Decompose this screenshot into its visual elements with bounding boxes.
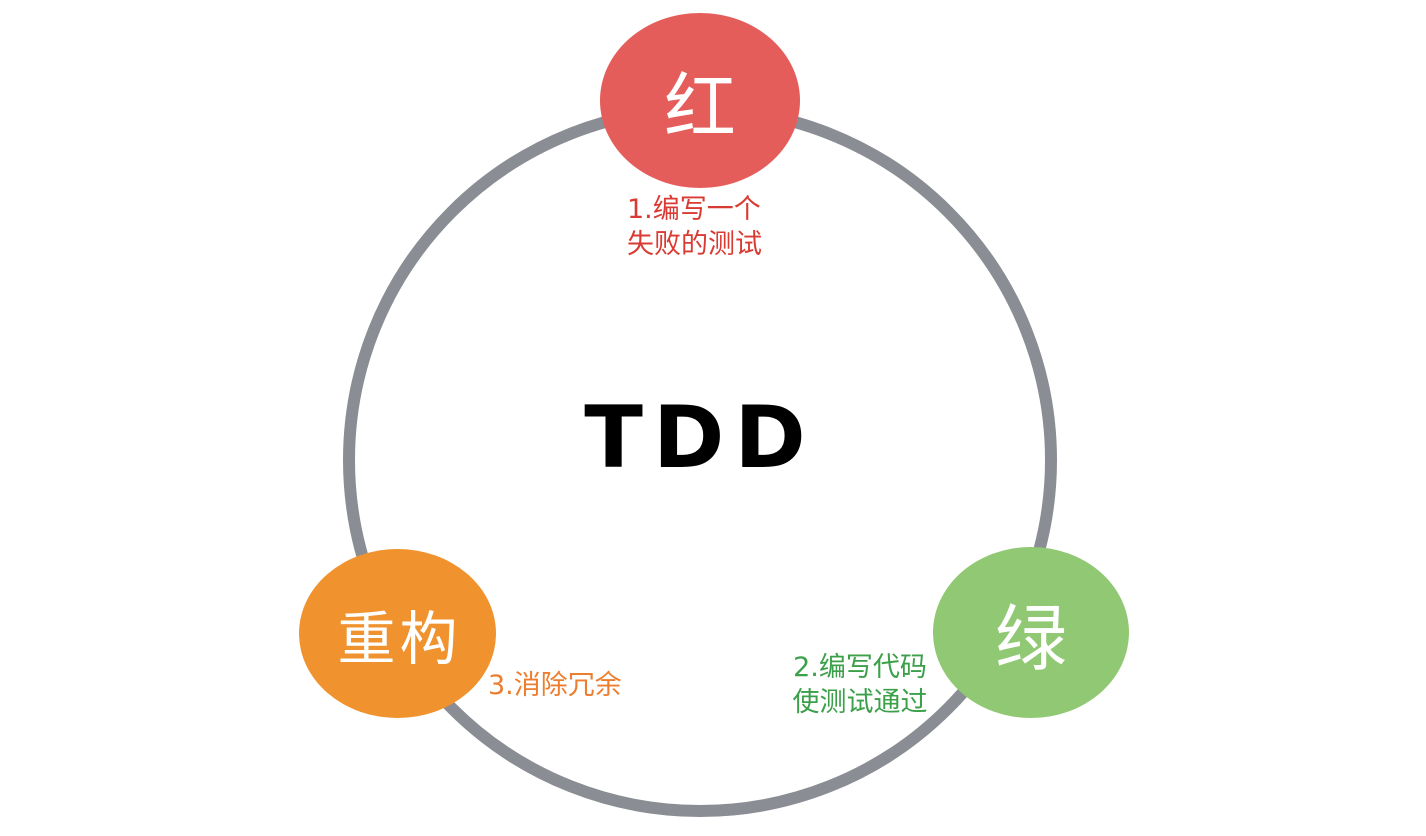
node-green-label: 绿 [994,597,1067,681]
node-red-circle: 红 [600,13,800,188]
step-1-caption: 1.编写一个 失败的测试 [627,192,762,262]
step-2-caption: 2.编写代码 使测试通过 [778,650,942,720]
step-3-line1: 3.消除冗余 [488,670,622,701]
node-red-label: 红 [663,65,736,149]
step-2-line2: 使测试通过 [792,687,928,718]
node-refactor-circle: 重构 [299,549,496,718]
step-1-line2: 失败的测试 [627,229,762,260]
node-refactor-label: 重构 [337,604,462,673]
step-2-line1: 2.编写代码 [793,652,927,683]
center-title: TDD [584,388,816,488]
node-green-circle: 绿 [933,547,1129,718]
step-1-line1: 1.编写一个 [627,194,761,225]
step-3-caption: 3.消除冗余 [488,668,622,703]
